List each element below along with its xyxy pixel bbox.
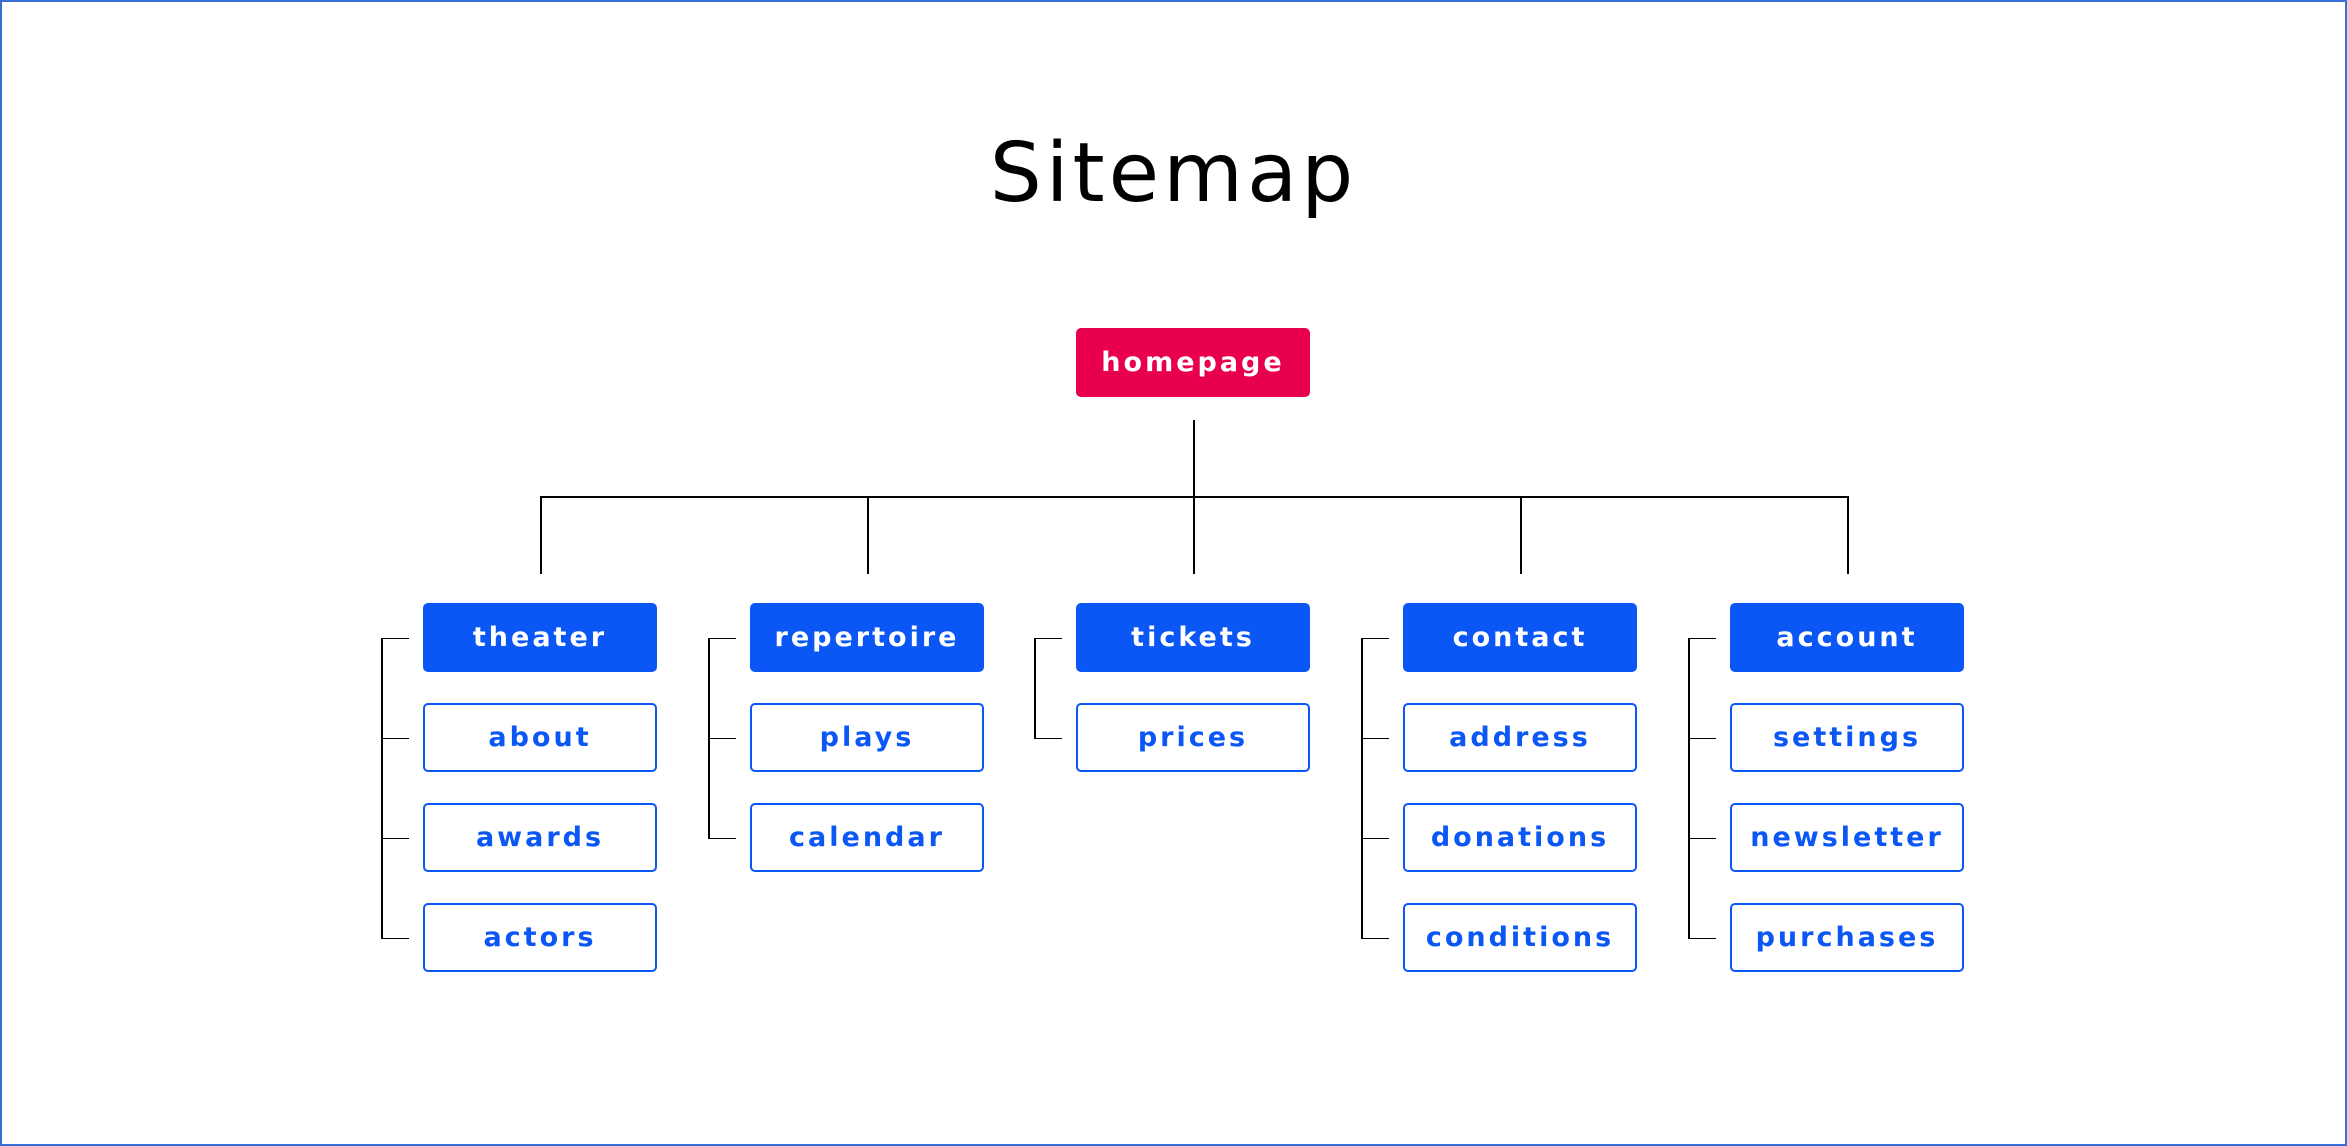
page-node-conditions: conditions: [1403, 903, 1637, 972]
bracket-line-contact: [1361, 637, 1363, 939]
page-node-address: address: [1403, 703, 1637, 772]
bracket-tick-awards: [381, 837, 409, 839]
bracket-tick-account: [1688, 637, 1716, 639]
category-connector-contact: [1520, 496, 1522, 574]
bracket-tick-prices: [1034, 737, 1062, 739]
category-node-repertoire: repertoire: [750, 603, 984, 672]
bracket-tick-theater: [381, 637, 409, 639]
page-node-awards: awards: [423, 803, 657, 872]
bracket-line-theater: [381, 637, 383, 939]
page-node-donations: donations: [1403, 803, 1637, 872]
root-node-homepage: homepage: [1076, 328, 1310, 397]
bracket-tick-about: [381, 737, 409, 739]
page-node-newsletter: newsletter: [1730, 803, 1964, 872]
page-node-actors: actors: [423, 903, 657, 972]
bracket-tick-donations: [1361, 837, 1389, 839]
bracket-line-tickets: [1034, 637, 1036, 739]
page-title: Sitemap: [989, 126, 1358, 221]
page-node-settings: settings: [1730, 703, 1964, 772]
category-node-account: account: [1730, 603, 1964, 672]
bracket-tick-tickets: [1034, 637, 1062, 639]
page-node-calendar: calendar: [750, 803, 984, 872]
category-node-tickets: tickets: [1076, 603, 1310, 672]
bracket-tick-address: [1361, 737, 1389, 739]
bracket-tick-newsletter: [1688, 837, 1716, 839]
bracket-line-account: [1688, 637, 1690, 939]
bracket-tick-settings: [1688, 737, 1716, 739]
category-connector-repertoire: [867, 496, 869, 574]
category-connector-account: [1847, 496, 1849, 574]
category-connector-tickets: [1193, 496, 1195, 574]
bracket-tick-plays: [708, 737, 736, 739]
category-node-theater: theater: [423, 603, 657, 672]
bracket-tick-contact: [1361, 637, 1389, 639]
bracket-tick-calendar: [708, 837, 736, 839]
bracket-tick-repertoire: [708, 637, 736, 639]
bracket-tick-conditions: [1361, 937, 1389, 939]
bracket-tick-purchases: [1688, 937, 1716, 939]
category-connector-theater: [540, 496, 542, 574]
bracket-tick-actors: [381, 937, 409, 939]
page-node-purchases: purchases: [1730, 903, 1964, 972]
page-node-prices: prices: [1076, 703, 1310, 772]
page-node-about: about: [423, 703, 657, 772]
root-connector: [1193, 420, 1195, 496]
category-node-contact: contact: [1403, 603, 1637, 672]
page-node-plays: plays: [750, 703, 984, 772]
